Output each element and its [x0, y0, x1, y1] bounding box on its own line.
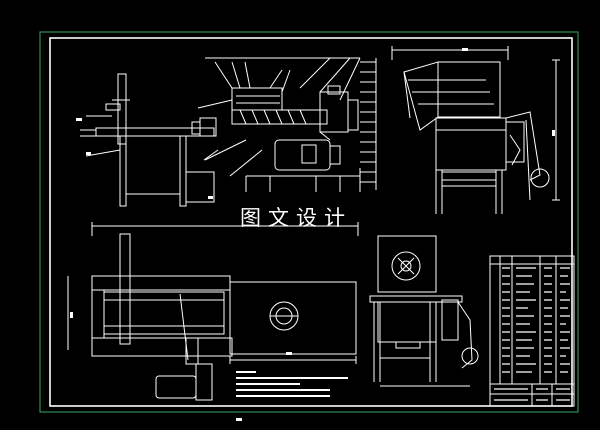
title-block — [489, 255, 575, 407]
watermark-text: 图文设计 — [240, 206, 352, 230]
front-elevation — [197, 57, 377, 192]
side-elevation — [80, 73, 219, 207]
section-view — [369, 235, 479, 387]
notes-block — [236, 371, 348, 397]
side-view-right — [391, 46, 560, 214]
outer-frame — [39, 31, 579, 413]
inner-border — [49, 37, 573, 407]
plan-view — [67, 222, 359, 401]
dimension-markers — [70, 48, 555, 421]
title-block-rows — [494, 267, 570, 401]
